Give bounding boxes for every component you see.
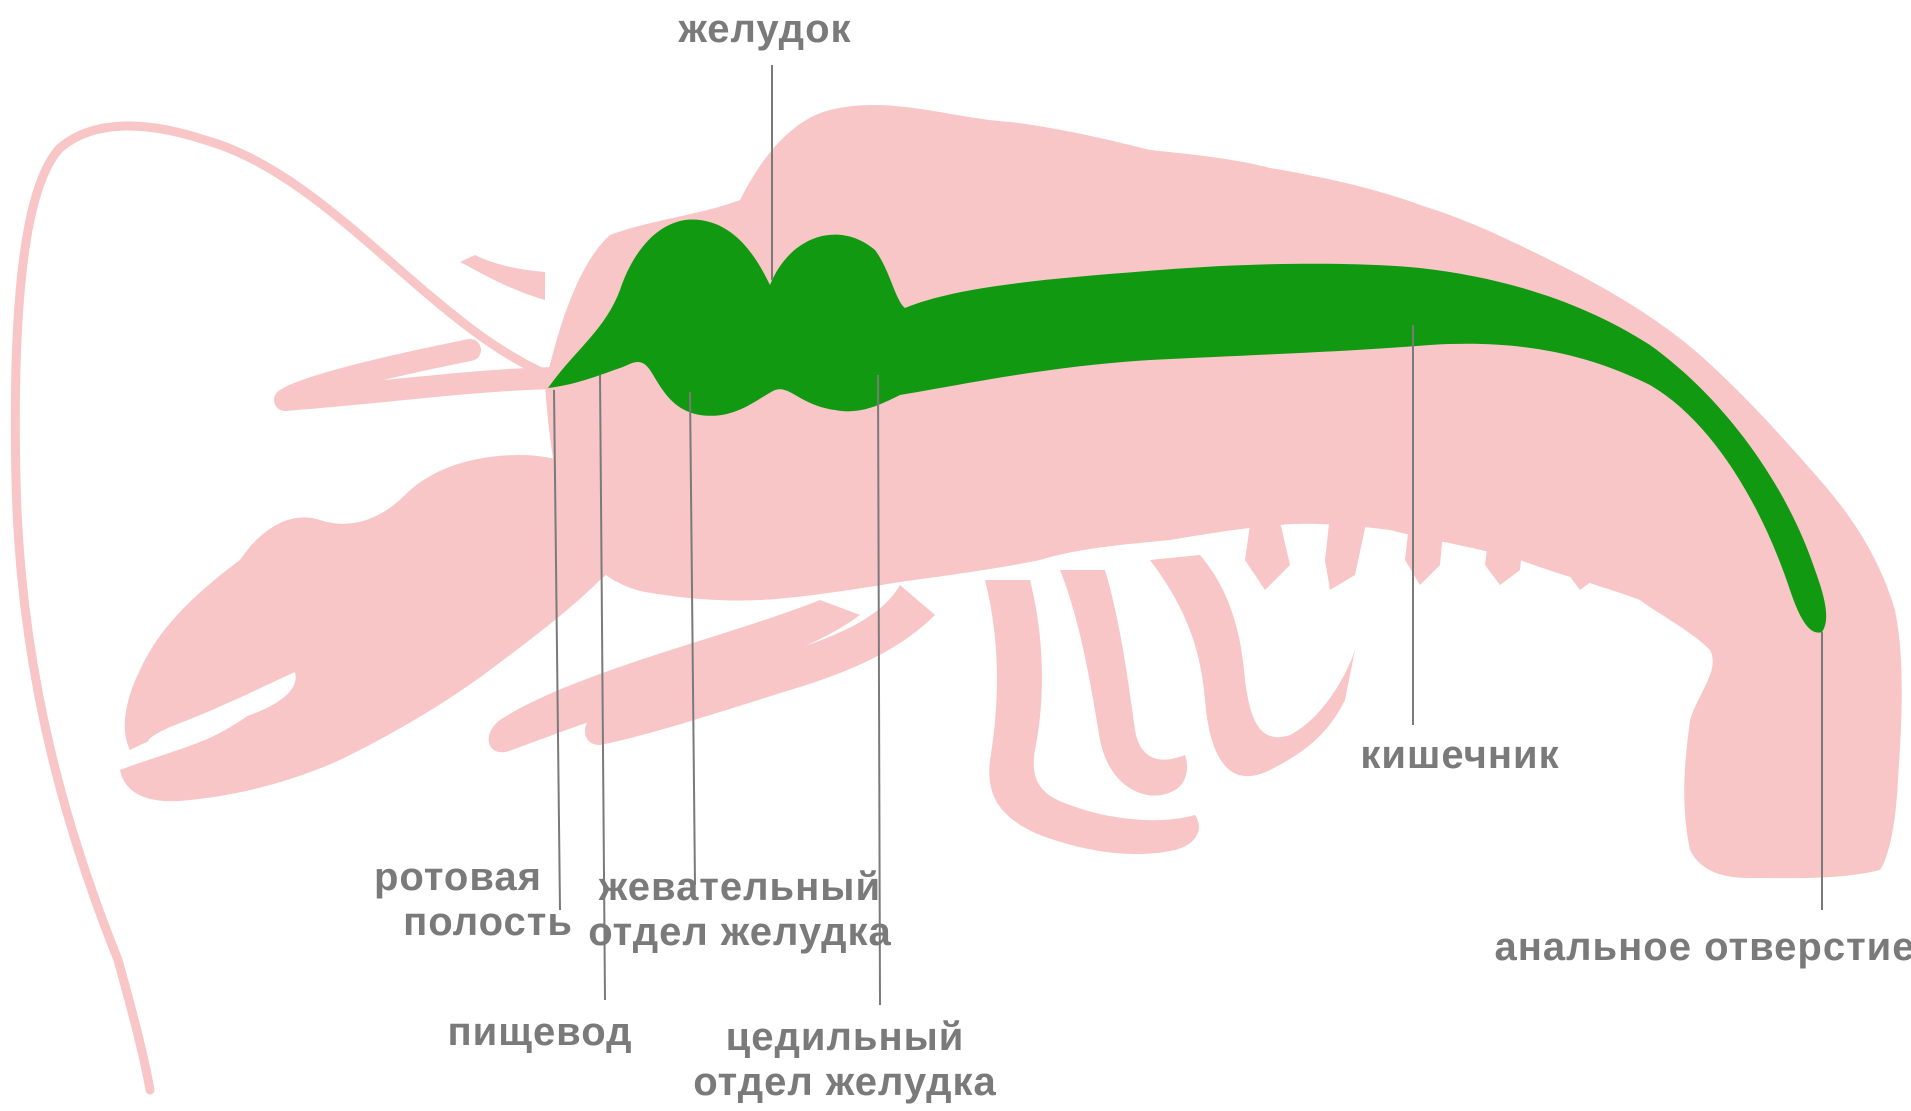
walking-leg-1 — [1150, 555, 1355, 776]
claw — [120, 455, 640, 801]
label-intestine: кишечник — [1360, 733, 1559, 777]
label-stomach: желудок — [677, 7, 851, 51]
label-anus: анальное отверстие — [1494, 925, 1911, 969]
label-filter-line2: отдел желудка — [693, 1060, 997, 1104]
label-esophagus: пищевод — [447, 1010, 632, 1054]
label-chewing-line2: отдел желудка — [588, 910, 892, 954]
label-mouth-line2: полость — [403, 900, 573, 944]
walking-leg-2 — [1060, 570, 1187, 796]
label-chewing-line1: жевательный — [598, 865, 881, 909]
label-mouth-line1: ротовая — [374, 855, 542, 899]
rostrum — [460, 255, 545, 300]
label-filter-line1: цедильный — [726, 1015, 965, 1059]
